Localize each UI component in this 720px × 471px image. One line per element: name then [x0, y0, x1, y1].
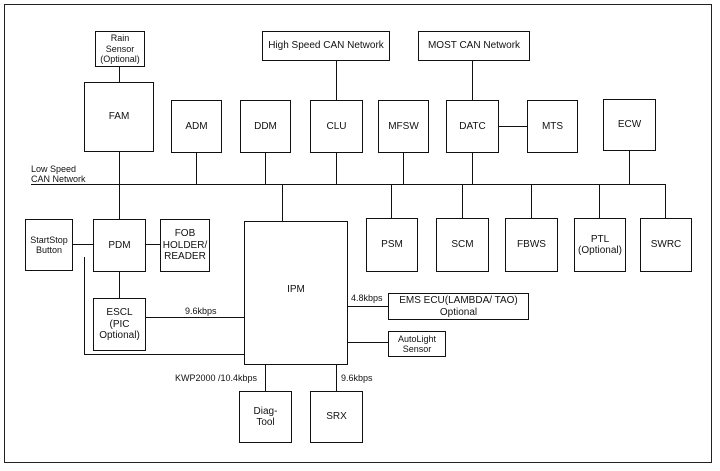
ecw-box: ECW: [603, 99, 656, 151]
diag-rate-label: KWP2000 /10.4kbps: [175, 373, 258, 383]
ems-ecu-box: EMS ECU(LAMBDA/ TAO) Optional: [388, 293, 529, 320]
rain-sensor-box: Rain Sensor (Optional): [95, 31, 145, 67]
ipm-box: IPM: [244, 221, 348, 365]
pdm-box: PDM: [93, 219, 146, 272]
startstop-button-box: StartStop Button: [25, 219, 73, 271]
adm-box: ADM: [171, 100, 222, 153]
datc-box: DATC: [446, 100, 499, 153]
ddm-box: DDM: [240, 100, 291, 153]
most-can-network-box: MOST CAN Network: [418, 31, 530, 61]
low-speed-can-label: Low Speed CAN Network: [31, 164, 86, 185]
autolight-sensor-box: AutoLight Sensor: [388, 331, 446, 357]
high-speed-can-network-box: High Speed CAN Network: [262, 31, 390, 61]
srx-box: SRX: [310, 391, 363, 443]
scm-box: SCM: [436, 218, 489, 272]
srx-rate-label: 9.6kbps: [341, 373, 373, 383]
fbws-box: FBWS: [505, 218, 558, 272]
ems-rate-label: 4.8kbps: [351, 293, 383, 303]
clu-box: CLU: [310, 100, 363, 153]
ptl-box: PTL (Optional): [574, 218, 626, 272]
mts-box: MTS: [527, 100, 578, 153]
escl-rate-label: 9.6kbps: [185, 306, 217, 316]
mfsw-box: MFSW: [378, 100, 429, 153]
fob-holder-reader-box: FOB HOLDER/ READER: [160, 219, 210, 272]
escl-box: ESCL (PIC Optional): [93, 298, 146, 351]
psm-box: PSM: [366, 218, 418, 272]
diagram-frame: [4, 4, 712, 463]
diag-tool-box: Diag- Tool: [239, 391, 292, 443]
swrc-box: SWRC: [640, 218, 692, 272]
fam-box: FAM: [84, 82, 154, 152]
